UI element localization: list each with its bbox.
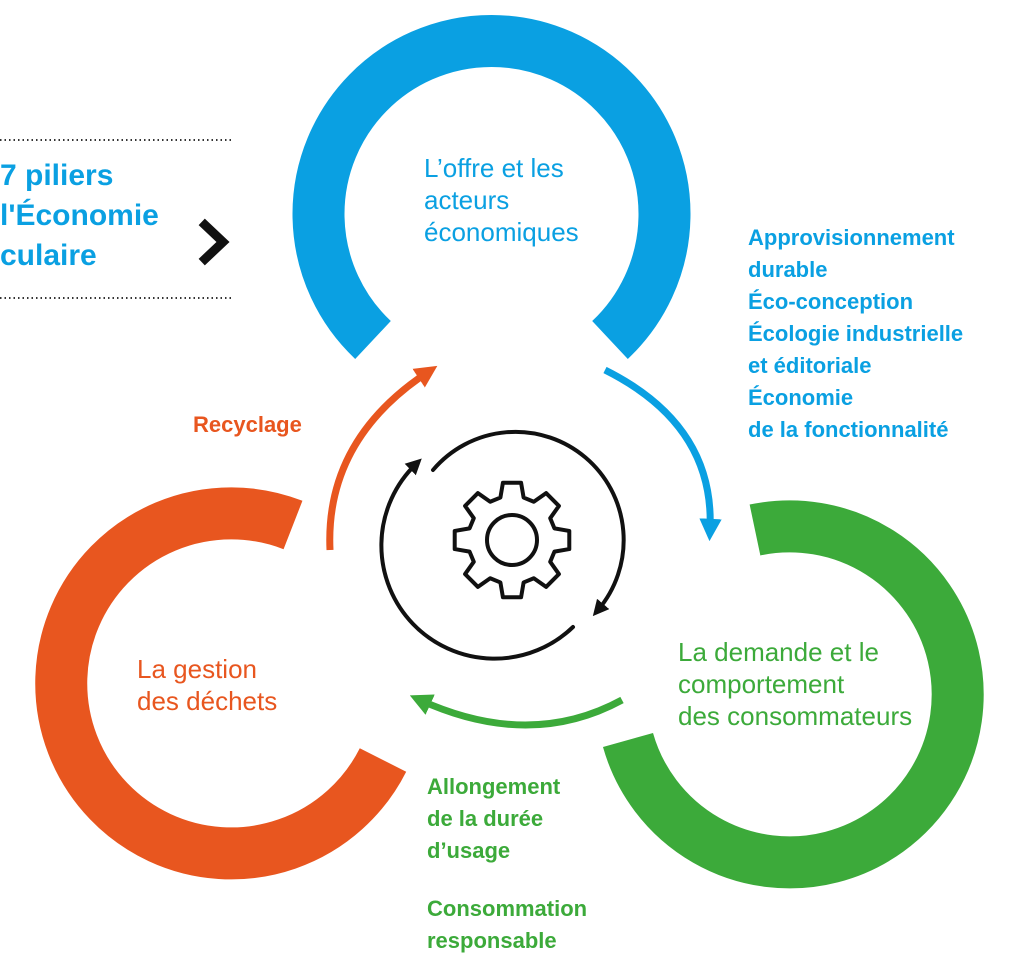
pillar-industrial-ecology-line-2: et éditoriale	[748, 353, 872, 378]
ring-label-supply: L’offre et les acteurs économiques	[424, 152, 579, 248]
ring-label-waste: La gestion des déchets	[137, 653, 277, 717]
ring-label-demand-line-1: La demande et le	[678, 637, 879, 667]
ring-label-supply-line-3: économiques	[424, 217, 579, 247]
pillar-responsible-consumption-line-1: Consommation	[427, 896, 588, 921]
pillar-extended-use-line-2: de la durée	[427, 806, 544, 831]
supply-pillars: Approvisionnement durable Éco-conception…	[748, 222, 963, 446]
pillars-title-line-2: l'Économie	[0, 199, 159, 232]
pillar-sustainable-sourcing: Approvisionnement durable	[748, 222, 963, 286]
pillar-extended-use-line-1: Allongement	[427, 774, 561, 799]
ring-label-waste-line-2: des déchets	[137, 686, 278, 716]
arrow-supply-to-demand	[603, 366, 722, 542]
pillar-sustainable-sourcing-line-2: durable	[748, 257, 828, 282]
pillars-title: 7 piliers l'Économie culaire	[0, 156, 159, 276]
chevron-right-icon	[198, 218, 230, 266]
pillars-title-line-3: culaire	[0, 239, 97, 272]
pillar-functional-economy-line-1: Économie	[748, 385, 854, 410]
ring-label-supply-line-1: L’offre et les	[424, 153, 564, 183]
pillar-extended-use: Allongement de la durée d’usage	[427, 771, 587, 867]
gear-cycle-icon	[379, 429, 626, 661]
pillar-industrial-ecology-line-1: Écologie industrielle	[748, 321, 964, 346]
pillar-extended-use-line-3: d’usage	[427, 838, 511, 863]
pillars-title-line-1: 7 piliers	[0, 159, 114, 192]
ring-label-demand-line-2: comportement	[678, 669, 845, 699]
ring-green	[602, 500, 984, 889]
pillar-industrial-ecology: Écologie industrielle et éditoriale	[748, 318, 963, 382]
pillar-functional-economy: Économie de la fonctionnalité	[748, 382, 963, 446]
demand-pillars: Allongement de la durée d’usage Consomma…	[427, 771, 587, 957]
pillar-responsible-consumption-line-2: responsable	[427, 928, 557, 953]
pillar-sustainable-sourcing-line-1: Approvisionnement	[748, 225, 955, 250]
pillar-eco-design: Éco-conception	[748, 289, 914, 314]
pillar-recycling: Recyclage	[193, 412, 302, 437]
arrow-demand-to-waste	[409, 694, 624, 729]
ring-orange	[35, 487, 407, 880]
ring-label-demand-line-3: des consommateurs	[678, 701, 913, 731]
pillar-responsible-consumption: Consommation responsable	[427, 893, 587, 957]
ring-blue	[292, 14, 691, 359]
ring-label-supply-line-2: acteurs	[424, 185, 510, 215]
pillar-functional-economy-line-2: de la fonctionnalité	[748, 417, 949, 442]
arrow-waste-to-supply	[326, 365, 438, 551]
ring-label-demand: La demande et le comportement des consom…	[678, 636, 912, 732]
gear-outline	[452, 480, 572, 600]
ring-label-waste-line-1: La gestion	[137, 654, 257, 684]
